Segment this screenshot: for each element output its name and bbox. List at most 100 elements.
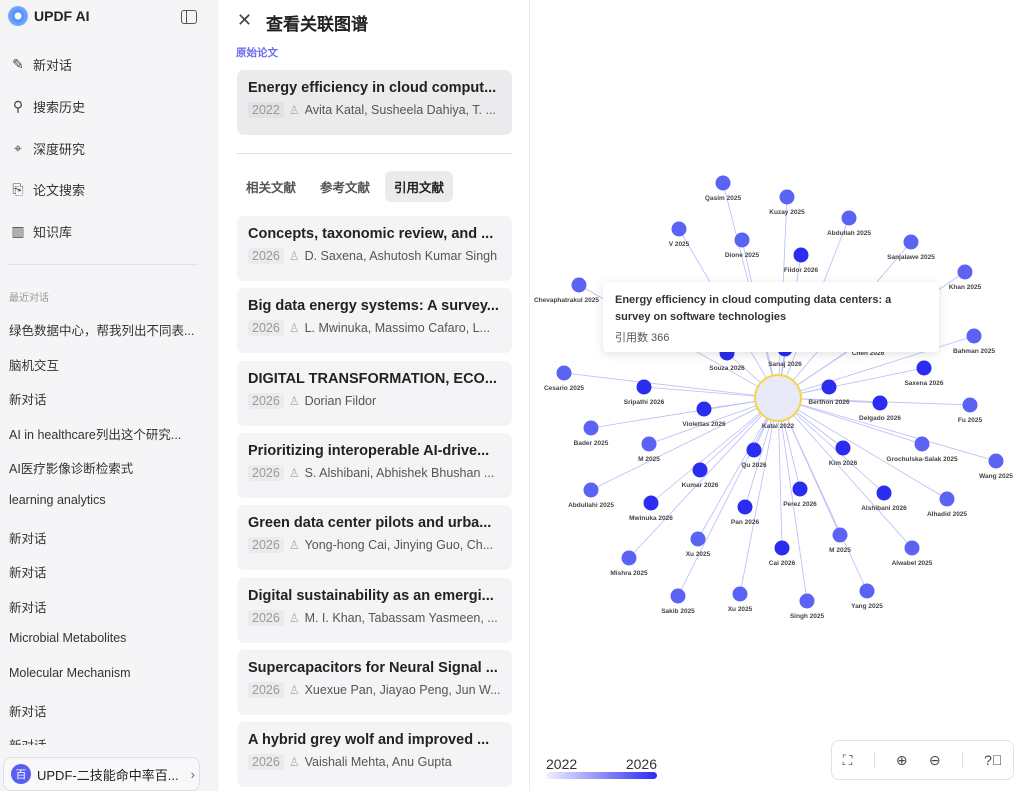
recent-chat-item[interactable]: 脑机交互 <box>9 358 60 373</box>
paper-card[interactable]: Green data center pilots and urba...2026… <box>237 505 512 571</box>
legend-max: 2026 <box>625 756 657 772</box>
graph-node[interactable] <box>903 234 919 250</box>
graph-node[interactable] <box>939 491 955 507</box>
graph-node[interactable] <box>690 531 706 547</box>
paper-card[interactable]: DIGITAL TRANSFORMATION, ECO...2026♙Doria… <box>237 360 512 426</box>
paper-year: 2026 <box>248 392 284 409</box>
paper-card[interactable]: Big data energy systems: A survey...2026… <box>237 288 512 354</box>
recent-chat-item[interactable]: learning analytics <box>9 493 106 507</box>
graph-node[interactable] <box>914 436 930 452</box>
recent-chat-item[interactable]: AI医疗影像诊断检索式 <box>9 462 134 477</box>
recent-chat-item[interactable]: 绿色数据中心，帮我列出不同表... <box>9 324 195 338</box>
paper-card[interactable]: Digital sustainability as an emergi...20… <box>237 577 512 643</box>
citation-edge <box>777 397 868 592</box>
nav-item[interactable]: ⎘论文搜索 <box>10 178 210 200</box>
node-label: Xu 2025 <box>686 551 711 558</box>
person-icon: ♙ <box>288 465 300 480</box>
graph-node[interactable] <box>715 175 731 191</box>
graph-node[interactable] <box>641 436 657 452</box>
graph-node[interactable] <box>621 550 637 566</box>
graph-node[interactable] <box>793 247 809 263</box>
nav-item[interactable]: ⌖深度研究 <box>10 137 210 159</box>
graph-node[interactable] <box>670 588 686 604</box>
graph-node[interactable] <box>821 379 837 395</box>
graph-node[interactable] <box>732 586 748 602</box>
graph-node[interactable] <box>916 360 932 376</box>
graph-node[interactable] <box>583 482 599 498</box>
knowledge-base-selector[interactable]: 百 UPDF-二技能命中率百... › <box>3 757 200 791</box>
graph-node[interactable] <box>792 481 808 497</box>
graph-node[interactable] <box>737 499 753 515</box>
collapse-sidebar-icon[interactable] <box>181 10 197 24</box>
panel-title: 查看关联图谱 <box>266 15 368 34</box>
citation-edge <box>628 397 779 559</box>
center-node-label: Katal 2022 <box>762 423 795 430</box>
relation-panel: ✕ 查看关联图谱 原始论文 Energy efficiency in cloud… <box>219 0 530 791</box>
tab[interactable]: 参考文献 <box>320 181 371 195</box>
graph-node[interactable] <box>957 264 973 280</box>
fit-view-icon[interactable]: ⛶ <box>842 751 853 768</box>
graph-node[interactable] <box>876 485 892 501</box>
paper-card[interactable]: Prioritizing interoperable AI-drive...20… <box>237 432 512 498</box>
graph-node[interactable] <box>774 540 790 556</box>
graph-node[interactable] <box>859 583 875 599</box>
graph-node[interactable] <box>832 527 848 543</box>
graph-node[interactable] <box>746 442 762 458</box>
close-icon[interactable]: ✕ <box>237 10 253 30</box>
recent-chat-item[interactable]: 新对话 <box>9 704 47 719</box>
graph-node[interactable] <box>904 540 920 556</box>
help-icon[interactable]: ?⃝ <box>984 752 1003 768</box>
original-paper-card[interactable]: Energy efficiency in cloud comput... 202… <box>237 70 512 135</box>
tab[interactable]: 引用文献 <box>385 171 454 202</box>
graph-node[interactable] <box>734 232 750 248</box>
recent-chat-item[interactable]: Microbial Metabolites <box>9 631 127 646</box>
graph-node[interactable] <box>872 395 888 411</box>
recent-chat-item[interactable]: Molecular Mechanism <box>9 666 131 680</box>
graph-node[interactable] <box>643 495 659 511</box>
paper-title: Energy efficiency in cloud comput... <box>248 80 497 96</box>
paper-card[interactable]: Concepts, taxonomic review, and ...2026♙… <box>237 216 512 281</box>
graph-node[interactable] <box>556 365 572 381</box>
recent-chat-item[interactable]: 新对话 <box>9 566 47 581</box>
paper-card[interactable]: A hybrid grey wolf and improved ...2026♙… <box>237 722 512 788</box>
graph-node[interactable] <box>571 277 587 293</box>
graph-node[interactable] <box>636 379 652 395</box>
graph-node[interactable] <box>966 328 982 344</box>
recent-chat-item[interactable]: 新对话 <box>9 735 204 745</box>
nav-item[interactable]: ⚲搜索历史 <box>10 95 210 117</box>
recent-chat-item[interactable]: AI in healthcare列出这个研究... <box>9 427 182 442</box>
nav-item[interactable]: ✎新对话 <box>10 53 210 75</box>
paper-year: 2026 <box>248 754 284 771</box>
paper-title: Green data center pilots and urba... <box>248 515 492 532</box>
center-node[interactable] <box>754 374 802 422</box>
node-label: Qasim 2025 <box>705 195 742 202</box>
graph-node[interactable] <box>799 593 815 609</box>
paper-title: Prioritizing interoperable AI-drive... <box>248 442 490 459</box>
citation-edge <box>650 397 779 504</box>
zoom-out-icon[interactable]: ⊖ <box>928 751 941 768</box>
zoom-in-icon[interactable]: ⊕ <box>895 751 908 768</box>
graph-node[interactable] <box>779 189 795 205</box>
recent-chat-item[interactable]: 新对话 <box>9 600 47 615</box>
recent-chat-item[interactable]: 新对话 <box>9 393 47 408</box>
node-label: M 2025 <box>829 547 851 554</box>
citation-edge <box>777 397 783 549</box>
graph-node[interactable] <box>583 420 599 436</box>
logo-icon <box>8 6 28 26</box>
graph-node[interactable] <box>671 221 687 237</box>
paper-card[interactable]: Supercapacitors for Neural Signal ...202… <box>237 649 512 715</box>
graph-node[interactable] <box>988 453 1004 469</box>
sidebar: UPDF AI ✎新对话⚲搜索历史⌖深度研究⎘论文搜索▥知识库 最近对话 绿色数… <box>0 0 218 791</box>
citation-edge <box>777 335 975 399</box>
graph-node[interactable] <box>696 401 712 417</box>
graph-node[interactable] <box>962 397 978 413</box>
node-label: Xu 2025 <box>728 606 753 613</box>
nav-item[interactable]: ▥知识库 <box>10 220 210 242</box>
graph-node[interactable] <box>841 210 857 226</box>
recent-chat-item[interactable]: 新对话 <box>9 531 47 546</box>
graph-node[interactable] <box>835 440 851 456</box>
tab[interactable]: 相关文献 <box>246 181 297 195</box>
graph-node[interactable] <box>692 462 708 478</box>
